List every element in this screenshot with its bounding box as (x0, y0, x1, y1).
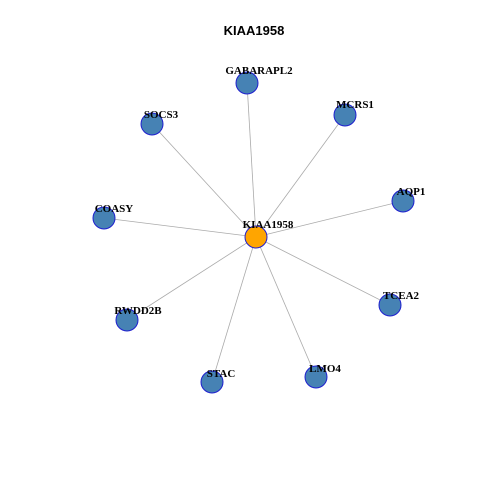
edge-stac (211, 236, 257, 383)
node-circle[interactable] (391, 189, 415, 213)
edge-lmo4 (255, 236, 317, 378)
node-tcea2[interactable]: TCEA2 (378, 290, 420, 317)
edges (103, 82, 404, 383)
edge-aqp1 (255, 200, 404, 238)
edge-rwdd2b (126, 236, 257, 321)
diagram-title: KIAA1958 (224, 23, 285, 38)
node-label: SOCS3 (144, 109, 179, 121)
node-label: TCEA2 (383, 290, 420, 302)
node-label: LMO4 (309, 363, 341, 375)
node-label: RWDD2B (114, 305, 162, 317)
node-circle[interactable] (333, 103, 357, 127)
edge-tcea2 (255, 236, 391, 306)
edge-socs3 (151, 123, 257, 238)
node-coasy[interactable]: COASY (92, 203, 134, 230)
node-rwdd2b[interactable]: RWDD2B (114, 305, 162, 332)
node-label: GABARAPL2 (225, 65, 293, 77)
node-stac[interactable]: STAC (200, 368, 236, 394)
nodes: GABARAPL2 MCRS1 SOCS3 AQP1 COASY TCEA2 R… (92, 65, 426, 394)
node-center[interactable]: KIAA1958 (243, 219, 294, 249)
center-node-label: KIAA1958 (243, 219, 294, 231)
edge-mcrs1 (255, 114, 346, 238)
node-circle[interactable] (235, 71, 259, 95)
node-gabarapl2[interactable]: GABARAPL2 (225, 65, 293, 95)
node-label: STAC (207, 368, 236, 380)
node-label: COASY (95, 203, 134, 215)
node-circle[interactable] (304, 365, 328, 389)
node-mcrs1[interactable]: MCRS1 (333, 99, 374, 127)
node-label: AQP1 (397, 186, 426, 198)
node-lmo4[interactable]: LMO4 (304, 363, 341, 389)
node-aqp1[interactable]: AQP1 (391, 186, 426, 213)
edge-gabarapl2 (246, 82, 257, 238)
node-circle[interactable] (115, 308, 139, 332)
node-circle[interactable] (92, 206, 116, 230)
center-node-circle[interactable] (244, 225, 268, 249)
node-circle[interactable] (140, 112, 164, 136)
node-socs3[interactable]: SOCS3 (140, 109, 179, 136)
node-label: MCRS1 (336, 99, 374, 111)
edge-coasy (103, 217, 257, 238)
node-circle[interactable] (200, 370, 224, 394)
node-circle[interactable] (378, 293, 402, 317)
